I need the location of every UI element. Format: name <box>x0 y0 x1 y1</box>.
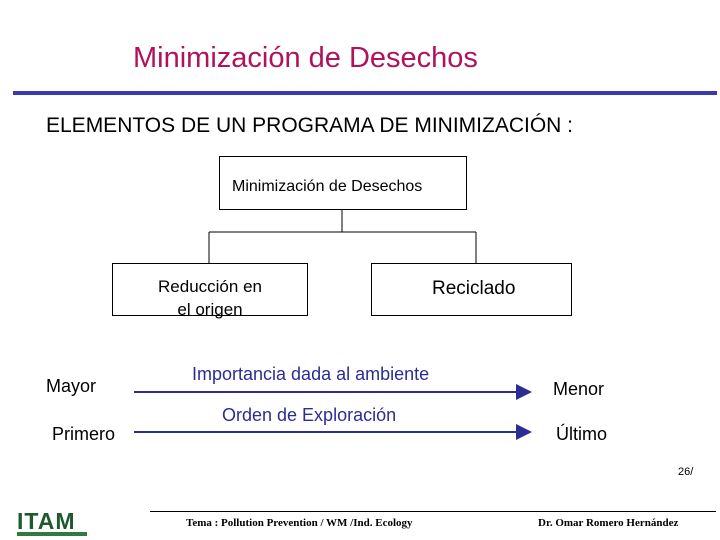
root-node-box: Minimización de Desechos <box>219 156 467 210</box>
reduccion-node-label: Reducción en el origen <box>158 277 262 319</box>
subtitle: ELEMENTOS DE UN PROGRAMA DE MINIMIZACIÓN… <box>46 114 574 137</box>
importancia-label: Importancia dada al ambiente <box>192 364 430 384</box>
mayor-label: Mayor <box>46 376 97 396</box>
menor-label: Menor <box>553 379 605 399</box>
page-title: Minimización de Desechos <box>133 42 478 74</box>
title-divider <box>13 91 717 95</box>
footer-divider <box>150 511 716 512</box>
reciclado-node-label: Reciclado <box>432 278 516 299</box>
reciclado-node-box: Reciclado <box>371 263 572 316</box>
footer-topic: Tema : Pollution Prevention / WM /Ind. E… <box>186 517 413 529</box>
root-node-label: Minimización de Desechos <box>232 178 423 195</box>
logo-tagline-bar <box>17 532 87 536</box>
footer-author: Dr. Omar Romero Hernández <box>538 517 679 529</box>
reduccion-node-box: Reducción en el origen <box>112 263 308 319</box>
logo-wordmark: ITAM <box>17 508 76 534</box>
primero-label: Primero <box>52 424 116 444</box>
orden-label: Orden de Exploración <box>222 405 397 425</box>
page-number: 26/ <box>678 466 694 478</box>
ultimo-label: Último <box>556 424 608 444</box>
itam-logo: ITAM <box>17 510 87 538</box>
